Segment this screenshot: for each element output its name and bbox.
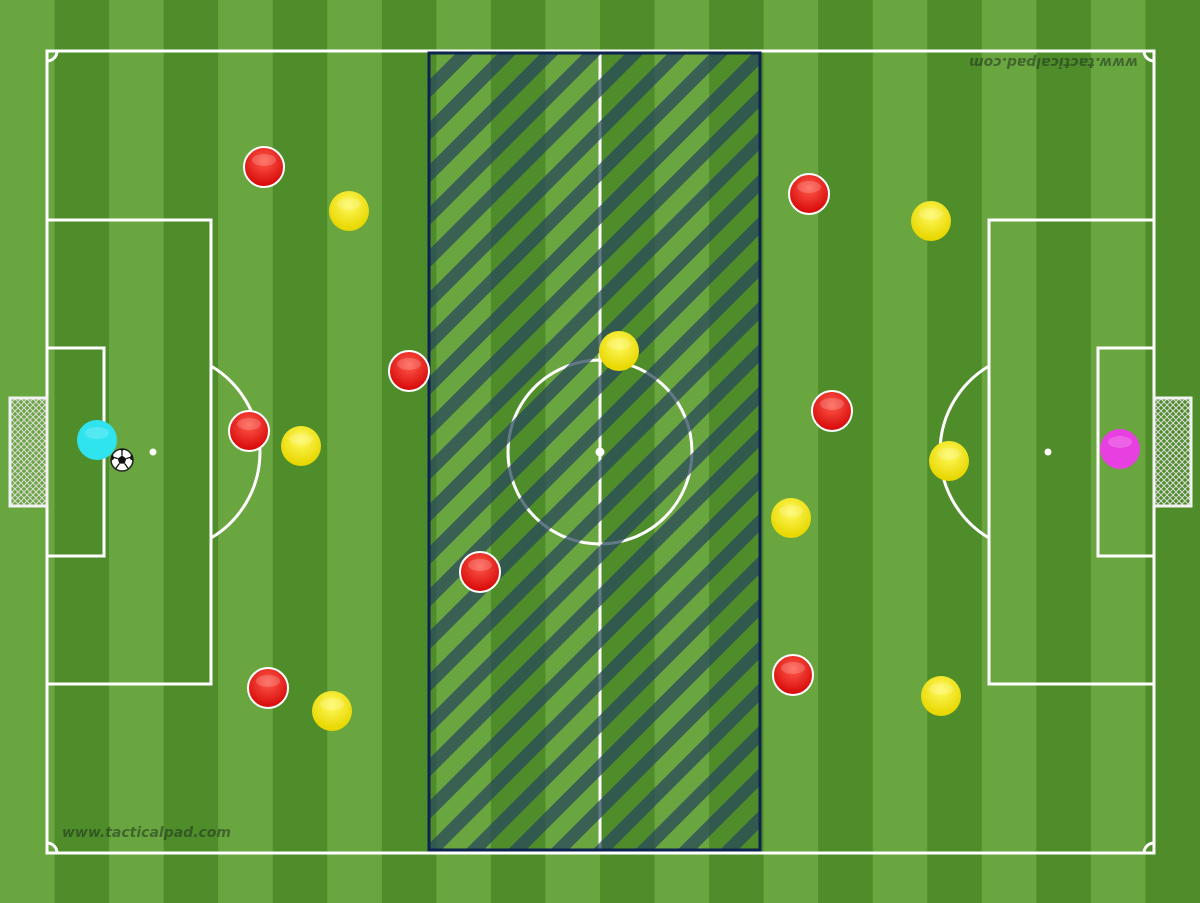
corner-arc-bottom-left: [46, 841, 59, 854]
right-goal: [1152, 396, 1193, 508]
right-penalty-spot: [1044, 448, 1052, 456]
left-penalty-spot: [149, 448, 157, 456]
corner-arc-bottom-right: [1142, 841, 1155, 854]
yellow-player-marker[interactable]: [929, 441, 969, 481]
left-penalty-arc: [210, 364, 262, 540]
soccer-ball-icon[interactable]: [110, 448, 134, 472]
red-player-marker[interactable]: [788, 173, 830, 215]
yellow-player-marker[interactable]: [329, 191, 369, 231]
red-player-marker[interactable]: [811, 390, 853, 432]
watermark-bottom-left: www.tacticalpad.com: [62, 825, 231, 841]
corner-arc-top-right: [1142, 50, 1155, 63]
red-player-marker[interactable]: [243, 146, 285, 188]
goalkeeper-right-marker[interactable]: [1100, 429, 1140, 469]
yellow-player-marker[interactable]: [911, 201, 951, 241]
yellow-player-marker[interactable]: [771, 498, 811, 538]
corner-arc-top-left: [46, 50, 59, 63]
red-player-marker[interactable]: [459, 551, 501, 593]
grass-stripe: [872, 0, 928, 903]
grass-stripe: [327, 0, 383, 903]
players-layer: [77, 146, 1140, 731]
hatched-central-zone[interactable]: [427, 51, 762, 852]
yellow-player-marker[interactable]: [281, 426, 321, 466]
yellow-player-marker[interactable]: [921, 676, 961, 716]
red-player-marker[interactable]: [247, 667, 289, 709]
watermark-top-right: www.tacticalpad.com: [969, 54, 1138, 70]
grass-stripe: [818, 0, 874, 903]
yellow-player-marker[interactable]: [599, 331, 639, 371]
yellow-player-marker[interactable]: [312, 691, 352, 731]
red-player-marker[interactable]: [388, 350, 430, 392]
goalkeeper-left-marker[interactable]: [77, 420, 117, 460]
red-player-marker[interactable]: [228, 410, 270, 452]
grass-stripe: [763, 0, 819, 903]
grass-stripe: [981, 0, 1037, 903]
red-player-marker[interactable]: [772, 654, 814, 696]
left-goal: [8, 396, 49, 508]
